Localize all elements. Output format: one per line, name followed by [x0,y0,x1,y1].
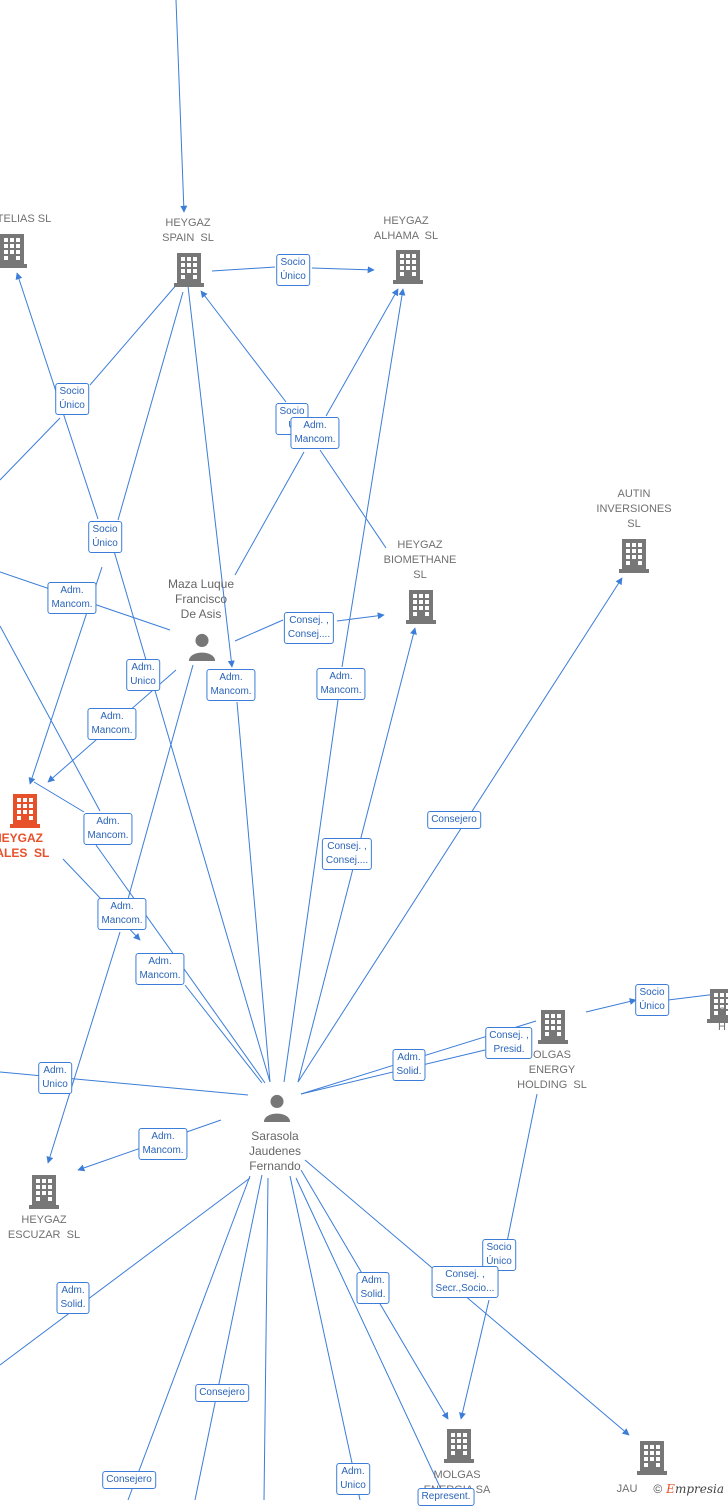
edge-line [33,781,85,813]
edge-label-e25[interactable]: Adm. Solid. [356,1272,390,1304]
edge-label-e9[interactable]: Adm. Mancom. [206,669,256,701]
edge-label-e20[interactable]: Adm. Unico [38,1062,72,1094]
person-icon[interactable] [188,633,216,661]
node-label-escuzar[interactable]: HEYGAZ ESCUZAR SL [7,1214,81,1241]
node-label-rales[interactable]: HEYGAZ RALES SL [0,831,50,860]
edge-label-e13[interactable]: Adm. Mancom. [83,813,133,845]
edge-label-e24[interactable]: Consej. , Secr.,Socio... [431,1266,499,1298]
empresia-logo: Empresia [666,1482,724,1496]
edge-label-e12[interactable]: Consejero [427,811,481,829]
edge-label-e19[interactable]: Adm. Solid. [392,1049,426,1081]
edge-line [297,577,623,1083]
edge-line [127,664,194,900]
edge-line [113,550,271,1083]
edge-line [336,612,385,622]
edge-line [200,290,287,403]
building-icon[interactable] [10,794,40,828]
edge-line [0,625,101,812]
edge-line [236,701,271,1083]
edge-line [234,451,305,576]
edge-label-e5[interactable]: Socio Único [88,521,122,553]
node-label-biomethane[interactable]: HEYGAZ BIOMETHANE SL [383,539,457,581]
node-label-spain[interactable]: HEYGAZ SPAIN SL [162,217,214,244]
edge-line [184,984,263,1084]
building-icon[interactable] [174,253,204,287]
edge-line [585,998,637,1013]
edge-label-e1[interactable]: Socio Único [276,254,310,286]
edge-line [175,0,188,213]
node-label-sarasola[interactable]: Sarasola Jaudenes Fernando [248,1129,302,1173]
edge-line [0,1071,249,1096]
edge-line [194,1174,263,1500]
building-icon[interactable] [637,1441,667,1475]
edge-label-e28[interactable]: Adm. Unico [336,1463,370,1495]
building-icon[interactable] [406,590,436,624]
person-icon[interactable] [263,1094,291,1122]
edge-line [459,1299,490,1420]
node-label-maza[interactable]: Maza Luque Francisco De Asis [167,577,235,621]
edge-line [89,282,179,386]
edge-line [295,1177,447,1500]
edge-label-e10[interactable]: Adm. Mancom. [316,668,366,700]
edge-label-e17[interactable]: Socio Único [635,984,669,1016]
edge-label-e21[interactable]: Adm. Mancom. [138,1128,188,1160]
edge-line [341,288,406,668]
node-label-castelias[interactable]: TELIAS SL [0,213,52,225]
edge-label-e11[interactable]: Adm. Mancom. [87,708,137,740]
node-label-alhama[interactable]: HEYGAZ ALHAMA SL [373,215,439,242]
edge-line [667,991,718,1001]
edge-line [127,1175,251,1500]
edge-line [311,266,375,274]
edge-line [46,931,121,1164]
edge-label-e26[interactable]: Consejero [195,1384,249,1402]
building-icon[interactable] [619,539,649,573]
edge-label-e2[interactable]: Socio Único [55,383,89,415]
edge-label-e18[interactable]: Consej. , Presid. [485,1027,533,1059]
edge-label-e29[interactable]: Represent. [417,1488,475,1506]
edge-line [0,1177,251,1366]
edge-label-e6[interactable]: Adm. Mancom. [47,582,97,614]
edge-line [319,449,387,549]
building-icon[interactable] [29,1175,59,1209]
building-icon[interactable] [538,1010,568,1044]
edge-label-e27[interactable]: Consejero [102,1471,156,1489]
edge-label-e15[interactable]: Adm. Mancom. [97,898,147,930]
edge-label-e8[interactable]: Adm. Unico [126,659,160,691]
edge-label-e23[interactable]: Socio Único [482,1239,516,1271]
edge-line [211,266,276,272]
edge-line [263,1177,269,1500]
edge-line [289,1175,361,1500]
edge-line [506,1093,538,1243]
building-icon[interactable] [393,250,423,284]
edge-line [234,619,284,642]
node-label-gh[interactable]: G H [717,1006,727,1033]
building-icon[interactable] [0,234,27,268]
edge-line [187,285,235,668]
edge-line [325,288,399,417]
edge-label-e22[interactable]: Adm. Solid. [56,1282,90,1314]
edge-line [283,699,339,1083]
edge-line [117,291,184,521]
edge-label-e4[interactable]: Adm. Mancom. [290,417,340,449]
node-label-jaudenes[interactable]: JAU [616,1483,638,1495]
edge-line [0,417,61,481]
node-label-autin[interactable]: AUTIN INVERSIONES SL [596,488,672,530]
node-label-molgas_holding[interactable]: OLGAS ENERGY HOLDING SL [517,1049,587,1091]
edge-label-e16[interactable]: Adm. Mancom. [135,953,185,985]
building-icon[interactable] [444,1429,474,1463]
footer-brand: © Empresia [653,1482,724,1496]
edge-label-e7[interactable]: Consej. , Consej.... [283,612,335,644]
copyright-symbol: © [653,1482,663,1496]
edge-label-e14[interactable]: Consej. , Consej.... [321,838,373,870]
